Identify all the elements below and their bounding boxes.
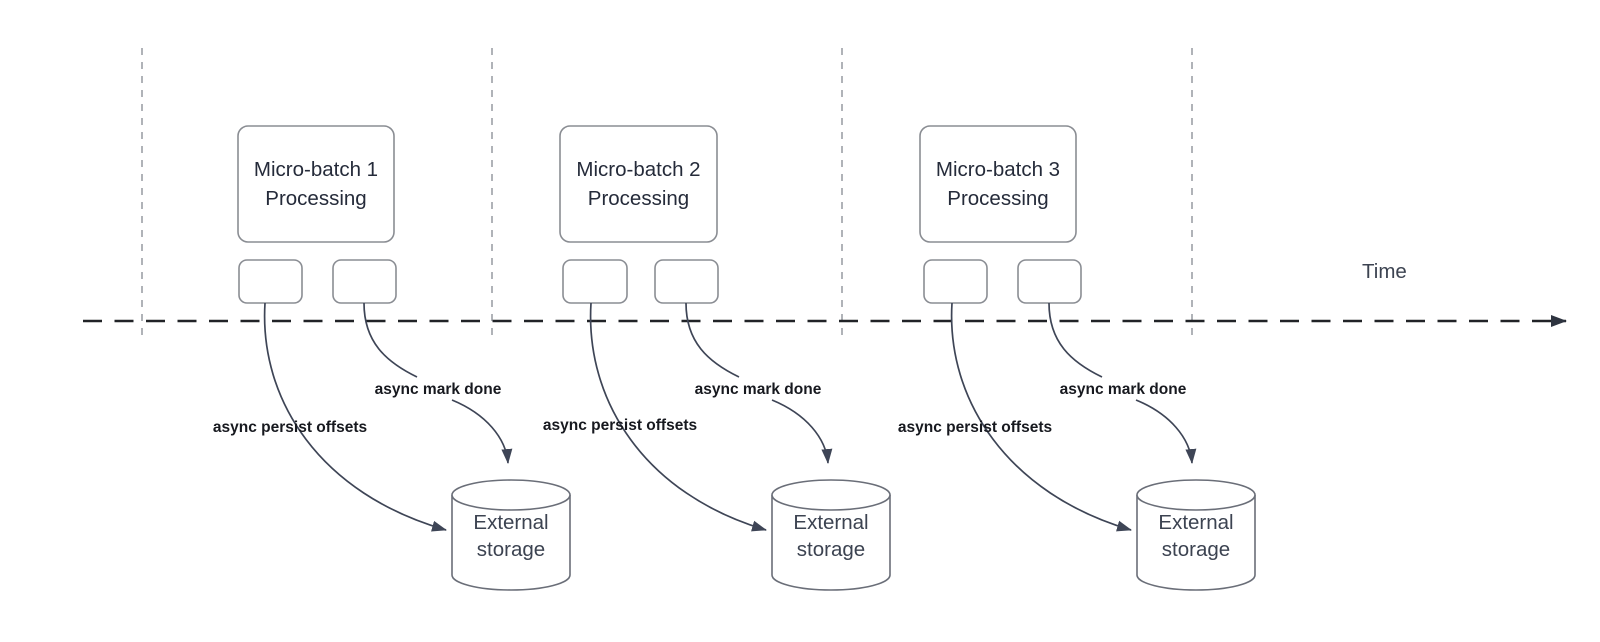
- external-storage-2-top: [771, 479, 891, 511]
- microbatch-3-box: [919, 125, 1077, 243]
- microbatch-1-done-task-box: [332, 259, 397, 304]
- mark-done-arrow-3: [1135, 399, 1197, 464]
- microbatch-1-box: [237, 125, 395, 243]
- microbatch-2-box: [559, 125, 718, 243]
- external-storage-1-top: [451, 479, 571, 511]
- persist-offsets-arrow-1: [263, 302, 447, 532]
- external-storage-3-top: [1136, 479, 1256, 511]
- microbatch-2-done-task-box: [654, 259, 719, 304]
- external-storage-1-body: [451, 495, 571, 591]
- persist-offsets-arrow-3: [950, 302, 1132, 532]
- microbatch-3-done-task-box: [1017, 259, 1082, 304]
- mark-done-connector-1: [363, 302, 418, 378]
- mark-done-connector-3: [1048, 302, 1103, 378]
- mark-done-connector-2: [685, 302, 740, 378]
- persist-offsets-arrow-2: [589, 302, 767, 532]
- external-storage-3-body: [1136, 495, 1256, 591]
- microbatch-3-offset-task-box: [923, 259, 988, 304]
- microbatch-2-offset-task-box: [562, 259, 628, 304]
- microbatch-1-offset-task-box: [238, 259, 303, 304]
- mark-done-arrow-2: [771, 399, 833, 464]
- mark-done-arrow-1: [451, 399, 513, 464]
- external-storage-2-body: [771, 495, 891, 591]
